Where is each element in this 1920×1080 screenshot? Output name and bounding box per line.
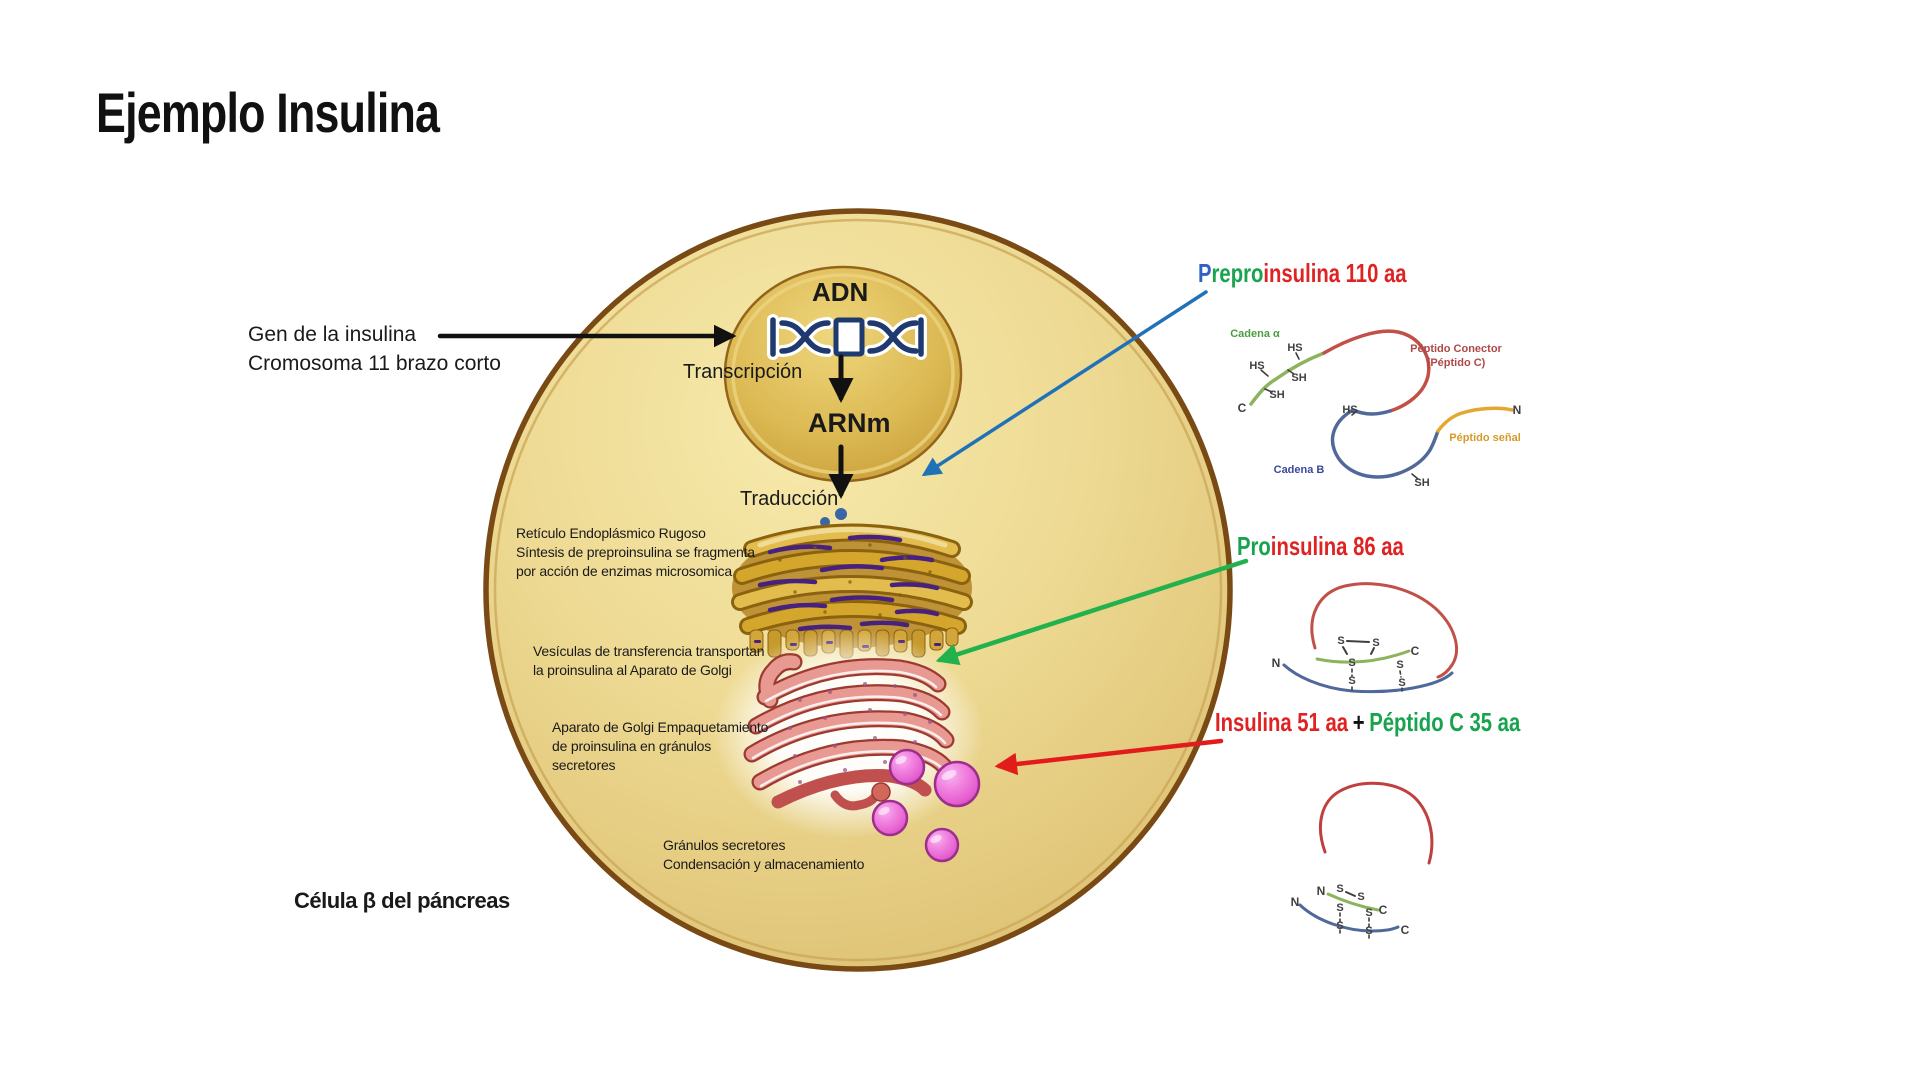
rer-caption-line1: Retículo Endoplásmico Rugoso [516, 525, 706, 541]
n-terminus-label: N [1316, 884, 1326, 898]
proinsulina-label: Proinsulina 86 aa [1237, 531, 1404, 562]
page-title: Ejemplo Insulina [96, 81, 440, 144]
peptido-conector-label-line2: (Péptido C) [1426, 357, 1486, 369]
gene-annotation: Gen de la insulina Cromosoma 11 brazo co… [248, 320, 501, 378]
granules-caption: Gránulos secretores Condensación y almac… [663, 836, 864, 874]
translation-label: Traducción [740, 488, 839, 510]
n-terminus-label: N [1290, 895, 1300, 909]
preproinsulina-structure [1249, 329, 1514, 480]
hs-label: HS [1249, 360, 1265, 372]
vesicles-caption: Vesículas de transferencia transportan l… [533, 642, 765, 680]
rer-caption: Retículo Endoplásmico Rugoso Síntesis de… [516, 524, 755, 581]
insulina-arrow [994, 738, 1224, 776]
rer-caption-line3: por acción de enzimas microsomica [516, 563, 732, 579]
preproinsulina-label-part2: repro [1211, 258, 1264, 288]
preproinsulina-label-part3: insulina 110 aa [1263, 258, 1407, 288]
s-label: S [1337, 635, 1345, 647]
hs-label: HS [1342, 404, 1358, 416]
adn-label: ADN [812, 277, 869, 307]
cadena-b-label: Cadena B [1273, 464, 1325, 476]
insulina-label-plus: + [1352, 707, 1365, 737]
preproinsulina-label: Preproinsulina 110 aa [1198, 258, 1407, 289]
n-terminus-label: N [1271, 656, 1281, 670]
peptido-c-released-arc [1318, 781, 1434, 865]
gene-annotation-line1: Gen de la insulina [248, 323, 417, 346]
s-label: S [1365, 925, 1373, 937]
hs-label: HS [1287, 342, 1303, 354]
vesicles-caption-line2: la proinsulina al Aparato de Golgi [533, 662, 732, 678]
cell-caption: Célula β del páncreas [294, 888, 510, 913]
s-label: S [1336, 902, 1344, 914]
golgi-caption-line3: secretores [552, 757, 616, 773]
s-label: S [1348, 657, 1356, 669]
rer-ribosome-streaks [757, 534, 940, 632]
golgi-illustration [743, 653, 955, 811]
insulina-label-part2: Péptido C 35 aa [1369, 707, 1521, 737]
secretory-granules [871, 748, 981, 863]
peptido-senal-label: Péptido señal [1449, 432, 1521, 444]
c-terminus-label: C [1410, 644, 1420, 658]
rer-illustration [731, 523, 973, 659]
s-label: S [1336, 883, 1344, 895]
s-label: S [1398, 677, 1406, 689]
proinsulina-arrow [935, 558, 1249, 666]
proinsulina-label-part2: insulina 86 aa [1270, 531, 1404, 561]
sh-label: SH [1291, 372, 1307, 384]
n-terminus-label: N [1512, 403, 1522, 417]
s-label: S [1372, 637, 1380, 649]
flow-arrows [437, 324, 854, 499]
dna-icon [767, 314, 927, 360]
s-label: S [1396, 659, 1404, 671]
granules-caption-line2: Condensación y almacenamiento [663, 856, 865, 872]
proinsulina-label-part1: Pro [1237, 531, 1271, 561]
insulina-peptide-label: Insulina 51 aa+Péptido C 35 aa [1215, 707, 1520, 738]
vesicles-caption-line1: Vesículas de transferencia transportan [533, 643, 765, 659]
c-terminus-label: C [1400, 923, 1410, 937]
sh-label: SH [1414, 477, 1430, 489]
s-label: S [1357, 891, 1365, 903]
peptido-conector-label-line1: Péptido Conector [1410, 343, 1502, 355]
golgi-caption-line1: Aparato de Golgi Empaquetamiento [552, 719, 769, 735]
s-label: S [1336, 920, 1344, 932]
preproinsulina-arrow [921, 290, 1208, 477]
rer-caption-line2: Síntesis de preproinsulina se fragmenta [516, 544, 755, 560]
rer-texture-dots [778, 543, 932, 617]
pointer-arrows [921, 290, 1249, 776]
c-terminus-label: C [1237, 401, 1247, 415]
c-terminus-label: C [1378, 903, 1388, 917]
arnm-label: ARNm [808, 408, 891, 438]
preproinsulina-label-part1: P [1198, 258, 1212, 288]
s-label: S [1348, 675, 1356, 687]
proinsulina-structure [1282, 582, 1458, 694]
transcription-label: Transcripción [683, 361, 803, 383]
sh-label: SH [1269, 389, 1285, 401]
cadena-alpha-label: Cadena α [1230, 328, 1280, 340]
cell-membrane-inner-line [493, 218, 1223, 962]
gene-annotation-line2: Cromosoma 11 brazo corto [248, 352, 501, 375]
golgi-caption-line2: de proinsulina en gránulos [552, 738, 712, 754]
insulina-structure [1298, 781, 1434, 939]
golgi-caption: Aparato de Golgi Empaquetamiento de proi… [552, 718, 768, 775]
granules-caption-line1: Gránulos secretores [663, 837, 786, 853]
insulina-label-part1: Insulina 51 aa [1215, 707, 1349, 737]
golgi-texture-dots [788, 682, 932, 784]
s-label: S [1365, 907, 1373, 919]
